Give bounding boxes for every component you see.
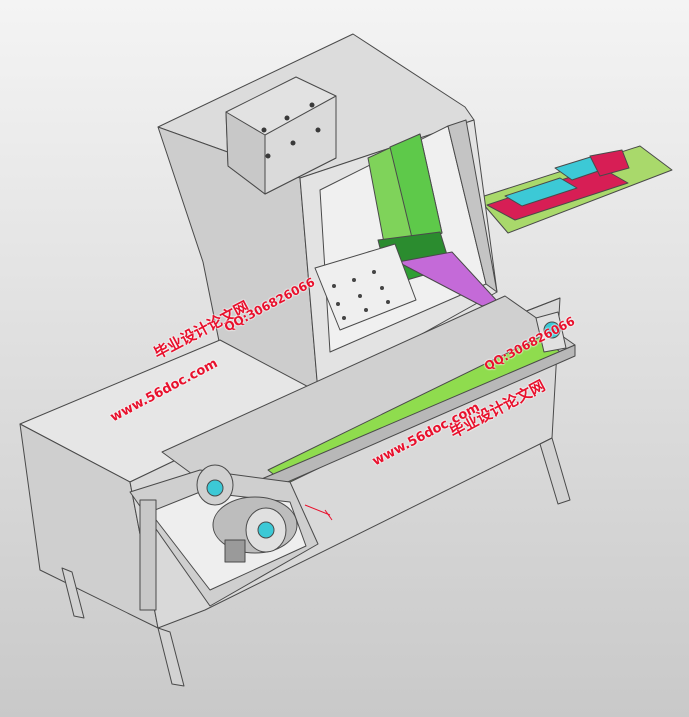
infeed-conveyor <box>161 295 576 509</box>
table-legs <box>61 437 571 687</box>
motor-frame <box>129 464 319 611</box>
cutter-assembly <box>314 133 499 331</box>
outfeed-conveyor <box>477 145 673 234</box>
control-box <box>225 76 337 195</box>
axis-triad-icon <box>304 504 333 521</box>
